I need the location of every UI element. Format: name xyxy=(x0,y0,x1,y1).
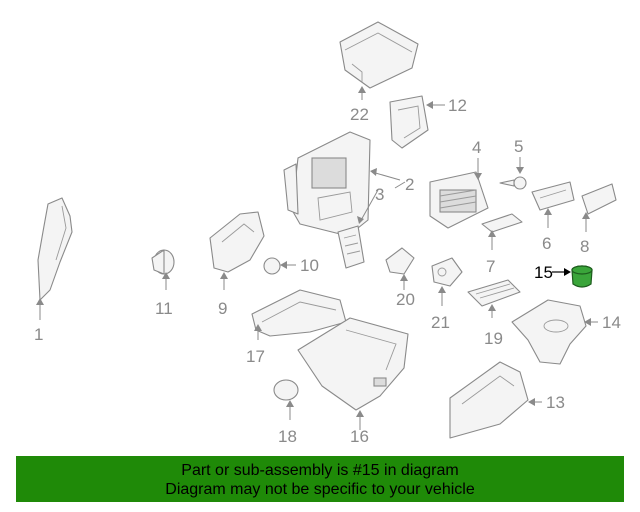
label-6: 6 xyxy=(542,234,551,253)
label-10: 10 xyxy=(300,256,319,275)
exploded-parts-diagram: 22 12 2 3 4 5 xyxy=(34,21,621,446)
part-18-cap[interactable] xyxy=(273,379,299,401)
label-22: 22 xyxy=(350,105,369,124)
label-4: 4 xyxy=(472,138,481,157)
part-3-vent-trim[interactable] xyxy=(337,225,365,269)
part-4-air-vent[interactable] xyxy=(429,171,489,229)
label-19: 19 xyxy=(484,329,503,348)
part-20-switch[interactable] xyxy=(385,247,415,275)
label-7: 7 xyxy=(486,257,495,276)
label-17: 17 xyxy=(246,347,265,366)
part-16-console-body[interactable] xyxy=(297,317,409,411)
part-1-side-trim[interactable] xyxy=(37,197,73,301)
label-11: 11 xyxy=(155,299,173,318)
part-12-bracket[interactable] xyxy=(389,95,429,149)
label-20: 20 xyxy=(396,290,415,309)
part-6-vent[interactable] xyxy=(531,181,575,211)
label-13: 13 xyxy=(546,393,565,412)
label-5: 5 xyxy=(514,137,523,156)
banner-line-1: Part or sub-assembly is #15 in diagram xyxy=(181,462,459,479)
label-21: 21 xyxy=(431,313,450,332)
part-8-panel[interactable] xyxy=(581,183,617,215)
part-9-cover[interactable] xyxy=(209,211,265,273)
label-8: 8 xyxy=(580,237,589,256)
part-2-center-bezel[interactable] xyxy=(283,131,371,237)
part-21-connector[interactable] xyxy=(431,257,463,287)
label-16: 16 xyxy=(350,427,369,446)
label-9: 9 xyxy=(218,299,227,318)
part-19-tray-mat[interactable] xyxy=(467,279,521,307)
part-22-console-lid[interactable] xyxy=(339,21,419,89)
part-10-knob[interactable] xyxy=(263,257,281,275)
label-3: 3 xyxy=(375,185,384,204)
label-12: 12 xyxy=(448,96,467,115)
label-2: 2 xyxy=(405,175,414,194)
label-1: 1 xyxy=(34,325,43,344)
info-banner: Part or sub-assembly is #15 in diagram D… xyxy=(16,456,624,502)
banner-line-2: Diagram may not be specific to your vehi… xyxy=(165,481,475,498)
part-14-cup-holder[interactable] xyxy=(511,299,587,365)
part-7-mat[interactable] xyxy=(481,213,523,233)
label-14: 14 xyxy=(602,313,621,332)
part-15-cupholder-insert[interactable] xyxy=(571,265,593,288)
part-11-clip[interactable] xyxy=(151,249,175,275)
label-18: 18 xyxy=(278,427,297,446)
part-13-console-trim[interactable] xyxy=(449,361,529,439)
part-5-screw[interactable] xyxy=(499,176,527,190)
label-15: 15 xyxy=(534,263,553,282)
